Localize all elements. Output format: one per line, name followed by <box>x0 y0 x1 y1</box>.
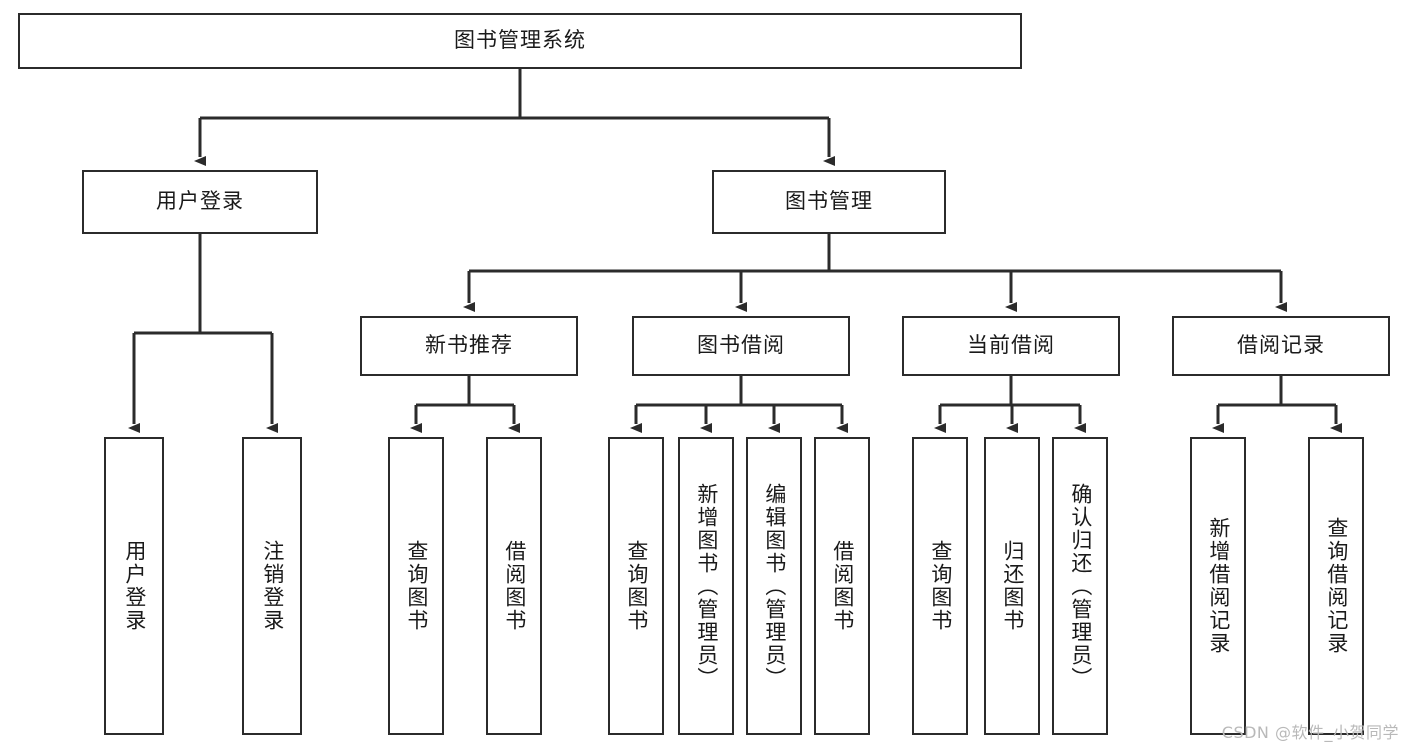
node-leaf-logout[interactable]: 注销登录 <box>242 437 302 735</box>
node-leaf-return-book[interactable]: 归还图书 <box>984 437 1040 735</box>
node-leaf-query-book-2[interactable]: 查询图书 <box>608 437 664 735</box>
node-user-login[interactable]: 用户登录 <box>82 170 318 234</box>
node-new-book-rec[interactable]: 新书推荐 <box>360 316 578 376</box>
node-label: 查询图书 <box>928 540 953 632</box>
node-leaf-add-record[interactable]: 新增借阅记录 <box>1190 437 1246 735</box>
node-label: 新增借阅记录 <box>1206 517 1231 655</box>
node-label: 新书推荐 <box>425 333 513 358</box>
node-book-borrow[interactable]: 图书借阅 <box>632 316 850 376</box>
node-leaf-confirm-return[interactable]: 确认归还（管理员） <box>1052 437 1108 735</box>
node-leaf-borrow-book-1[interactable]: 借阅图书 <box>486 437 542 735</box>
node-label: 当前借阅 <box>967 333 1055 358</box>
node-label: 注销登录 <box>260 540 285 632</box>
node-book-manage[interactable]: 图书管理 <box>712 170 946 234</box>
node-label: 图书借阅 <box>697 333 785 358</box>
node-label: 归还图书 <box>1000 540 1025 632</box>
node-label: 用户登录 <box>122 540 147 632</box>
node-label: 借阅图书 <box>830 540 855 632</box>
node-label: 新增图书（管理员） <box>694 482 719 690</box>
node-label: 借阅图书 <box>502 540 527 632</box>
node-leaf-user-login[interactable]: 用户登录 <box>104 437 164 735</box>
node-current-borrow[interactable]: 当前借阅 <box>902 316 1120 376</box>
node-label: 图书管理 <box>785 189 873 214</box>
node-label: 借阅记录 <box>1237 333 1325 358</box>
node-root[interactable]: 图书管理系统 <box>18 13 1022 69</box>
node-leaf-query-book-1[interactable]: 查询图书 <box>388 437 444 735</box>
node-label: 查询图书 <box>404 540 429 632</box>
node-label: 查询借阅记录 <box>1324 517 1349 655</box>
node-borrow-record[interactable]: 借阅记录 <box>1172 316 1390 376</box>
node-label: 编辑图书（管理员） <box>762 482 787 690</box>
node-label: 图书管理系统 <box>454 28 586 53</box>
node-label: 查询图书 <box>624 540 649 632</box>
node-leaf-borrow-book-2[interactable]: 借阅图书 <box>814 437 870 735</box>
node-label: 确认归还（管理员） <box>1068 482 1093 690</box>
node-leaf-query-book-3[interactable]: 查询图书 <box>912 437 968 735</box>
node-label: 用户登录 <box>156 189 244 214</box>
node-leaf-edit-book[interactable]: 编辑图书（管理员） <box>746 437 802 735</box>
node-leaf-add-book[interactable]: 新增图书（管理员） <box>678 437 734 735</box>
node-leaf-query-record[interactable]: 查询借阅记录 <box>1308 437 1364 735</box>
